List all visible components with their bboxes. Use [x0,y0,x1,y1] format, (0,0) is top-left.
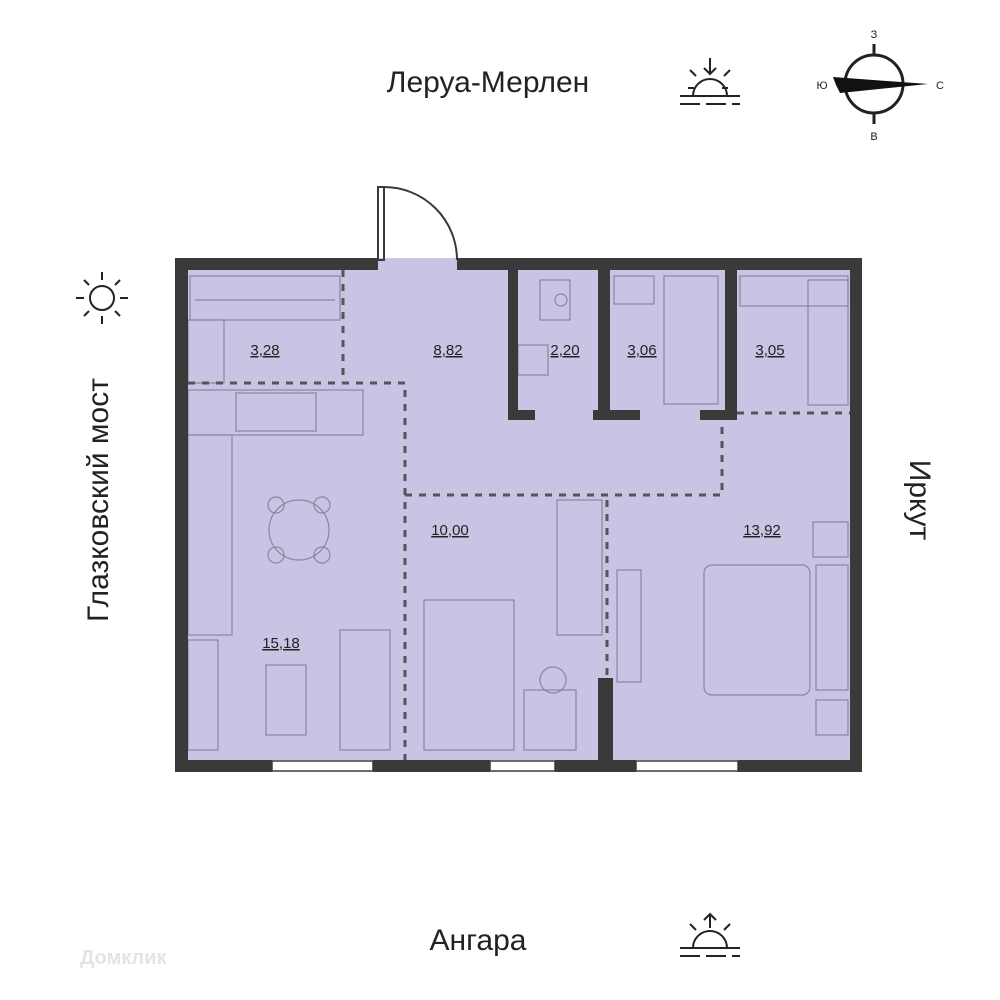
compass-east: В [870,131,877,143]
compass-west: З [871,29,878,41]
watermark: Домклик [80,947,167,969]
room-area-wardrobe: 3,05 [755,342,784,359]
room-area-hallway: 8,82 [433,342,462,359]
windows [271,760,739,772]
walls [175,258,862,772]
direction-top-label: Леруа-Мерлен [387,66,590,99]
direction-right-label: Иркут [903,460,936,541]
room-area-bedroom: 13,92 [743,522,781,539]
direction-bottom-label: Ангара [430,924,527,957]
direction-left-label: Глазковский мост [82,378,115,622]
furniture [187,275,849,751]
room-area-bathroom: 3,06 [627,342,656,359]
room-area-storage: 3,28 [250,342,279,359]
compass-north: С [936,80,944,92]
sunrise-icon [680,912,740,957]
room-area-toilet: 2,20 [550,342,579,359]
zone-dividers [188,270,850,760]
sunset-icon [680,58,740,105]
floor-area [188,270,850,760]
entrance-door[interactable] [377,186,458,261]
room-area-bedroom-small: 10,00 [431,522,469,539]
compass-south: Ю [816,80,827,92]
room-area-kitchen-living: 15,18 [262,635,300,652]
compass-icon: З В Ю С [816,29,944,143]
sun-icon [76,272,128,324]
